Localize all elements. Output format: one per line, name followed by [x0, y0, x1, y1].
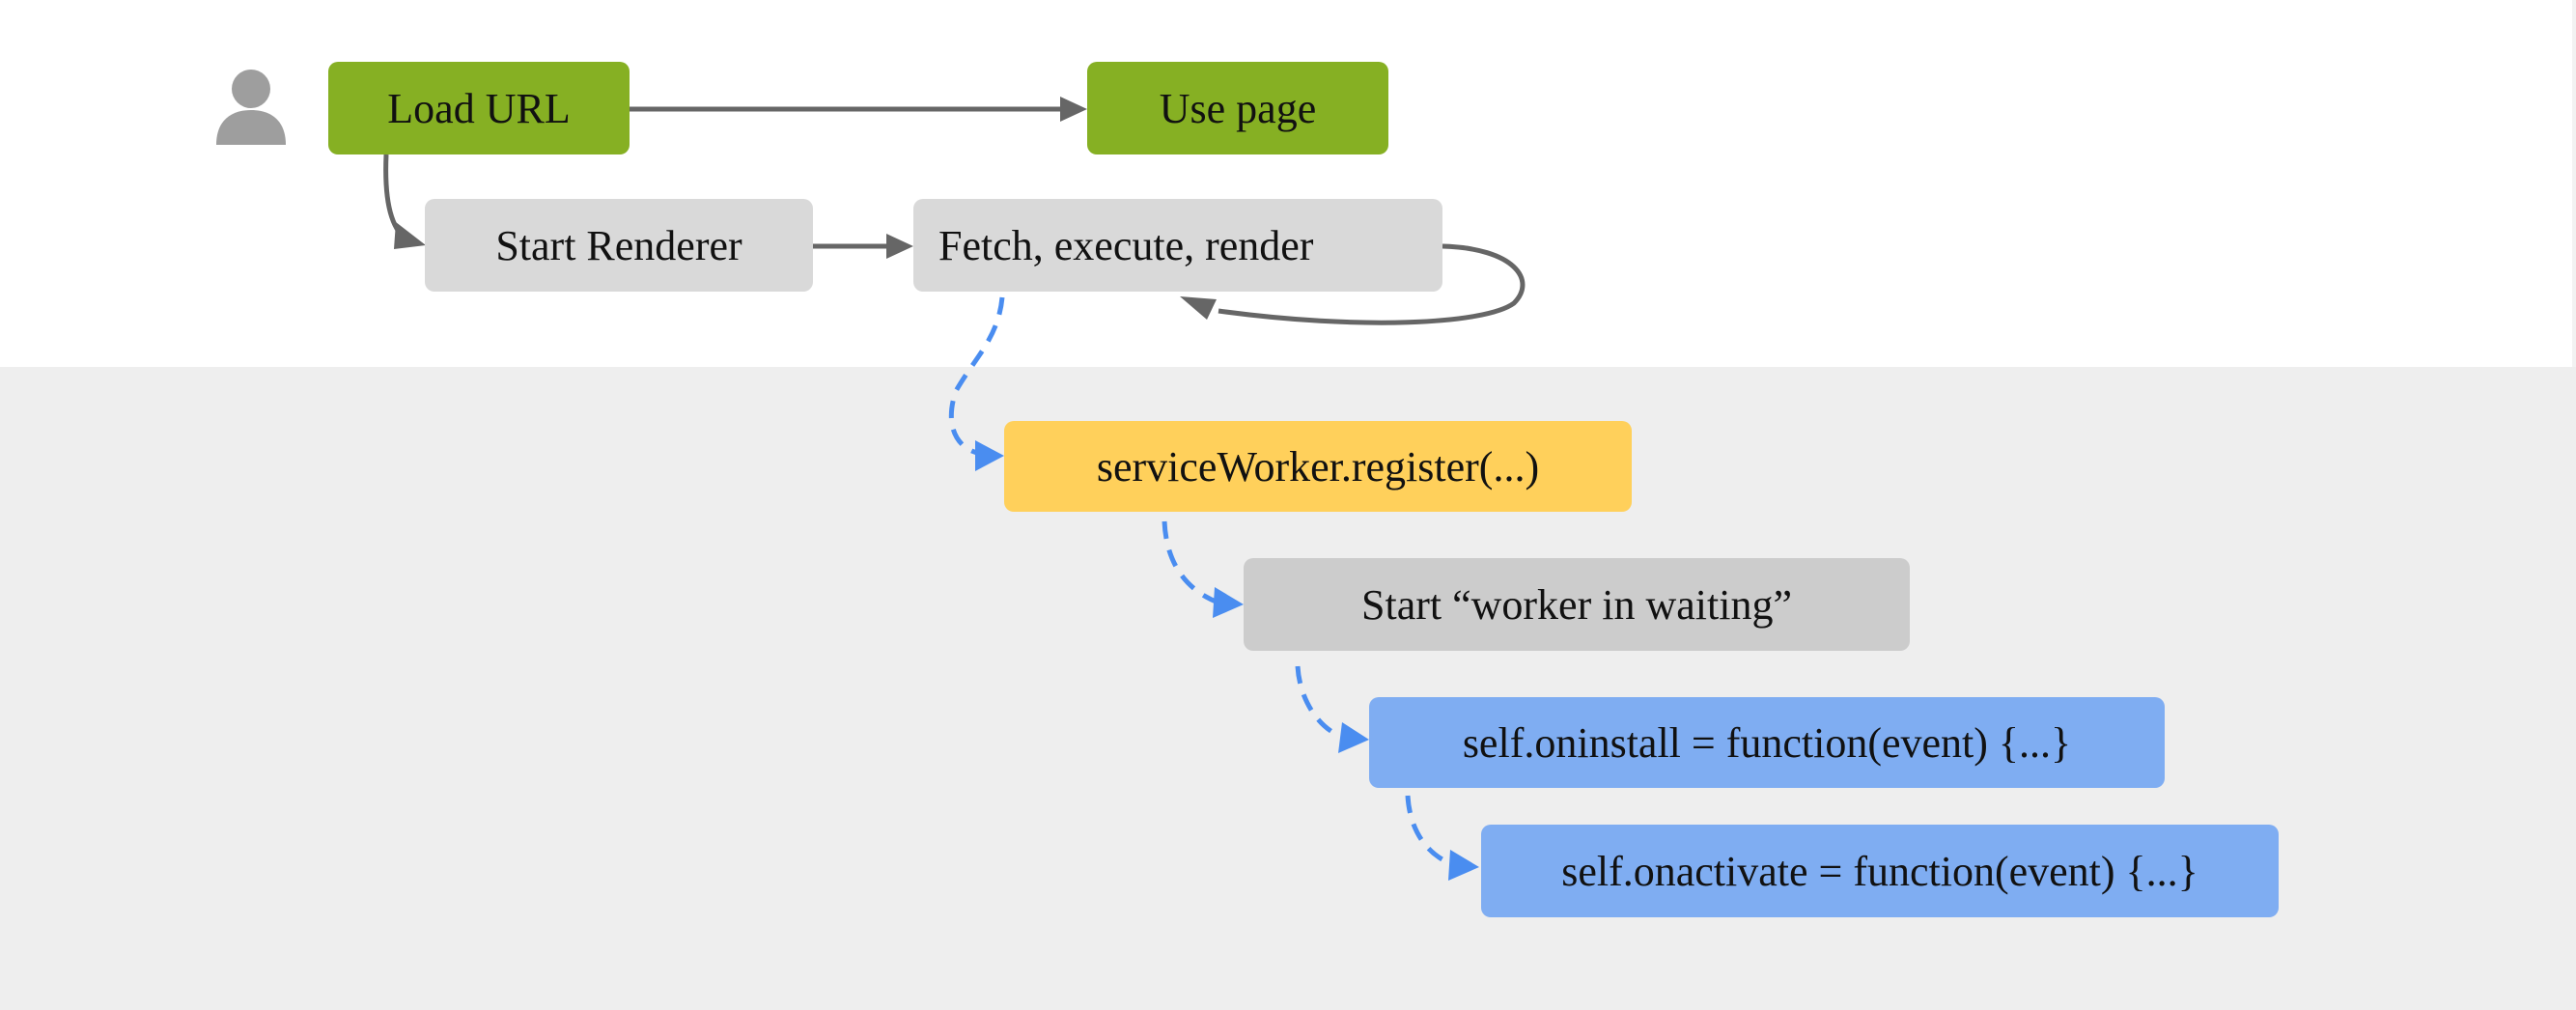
start-renderer-label: Start Renderer — [495, 221, 742, 269]
onactivate-label: self.onactivate = function(event) {...} — [1561, 847, 2198, 895]
arrow-oninstall-to-onactivate — [1405, 795, 1479, 881]
fetch-execute-render-node: Fetch, execute, render — [913, 199, 1442, 292]
oninstall-node: self.oninstall = function(event) {...} — [1369, 697, 2165, 788]
arrow-fetch-to-register — [948, 296, 1005, 471]
arrow-load-to-use — [630, 97, 1087, 122]
service-worker-register-node: serviceWorker.register(...) — [1004, 421, 1632, 512]
use-page-label: Use page — [1159, 84, 1317, 132]
load-url-label: Load URL — [387, 84, 571, 132]
arrow-waiting-to-oninstall — [1295, 665, 1369, 753]
user-icon — [216, 70, 286, 145]
band-edge — [2572, 0, 2576, 367]
service-worker-register-label: serviceWorker.register(...) — [1096, 442, 1540, 491]
worker-in-waiting-label: Start “worker in waiting” — [1361, 580, 1792, 629]
load-url-node: Load URL — [328, 62, 630, 154]
page-band — [0, 0, 2576, 367]
arrow-renderer-to-fetch — [813, 234, 913, 259]
fetch-execute-render-label: Fetch, execute, render — [938, 221, 1314, 269]
arrow-register-to-waiting — [1162, 520, 1244, 618]
start-renderer-node: Start Renderer — [425, 199, 813, 292]
arrow-load-to-renderer — [383, 154, 426, 249]
oninstall-label: self.oninstall = function(event) {...} — [1462, 718, 2072, 767]
worker-in-waiting-node: Start “worker in waiting” — [1244, 558, 1910, 651]
arrow-fetch-loop — [1180, 243, 1526, 325]
onactivate-node: self.onactivate = function(event) {...} — [1481, 825, 2279, 917]
use-page-node: Use page — [1087, 62, 1388, 154]
